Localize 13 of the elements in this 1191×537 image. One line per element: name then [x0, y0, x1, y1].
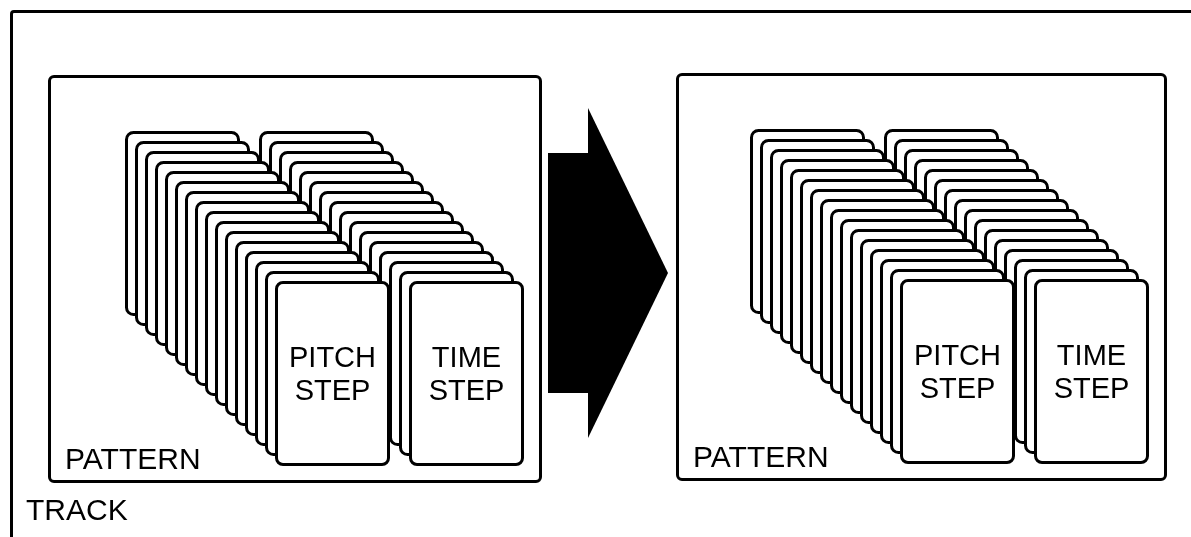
step-card	[1034, 279, 1149, 464]
step-label: TIME STEP	[1052, 339, 1131, 404]
step-label: PITCH STEP	[288, 341, 377, 406]
track-label: TRACK	[26, 495, 128, 525]
step-label: TIME STEP	[427, 341, 506, 406]
pattern-label: PATTERN	[693, 442, 829, 472]
step-label: PITCH STEP	[913, 339, 1002, 404]
step-card	[275, 281, 390, 466]
arrow	[548, 108, 668, 438]
pattern-label: PATTERN	[65, 444, 201, 474]
step-card	[900, 279, 1015, 464]
track-frame	[10, 10, 1191, 537]
step-card	[409, 281, 524, 466]
